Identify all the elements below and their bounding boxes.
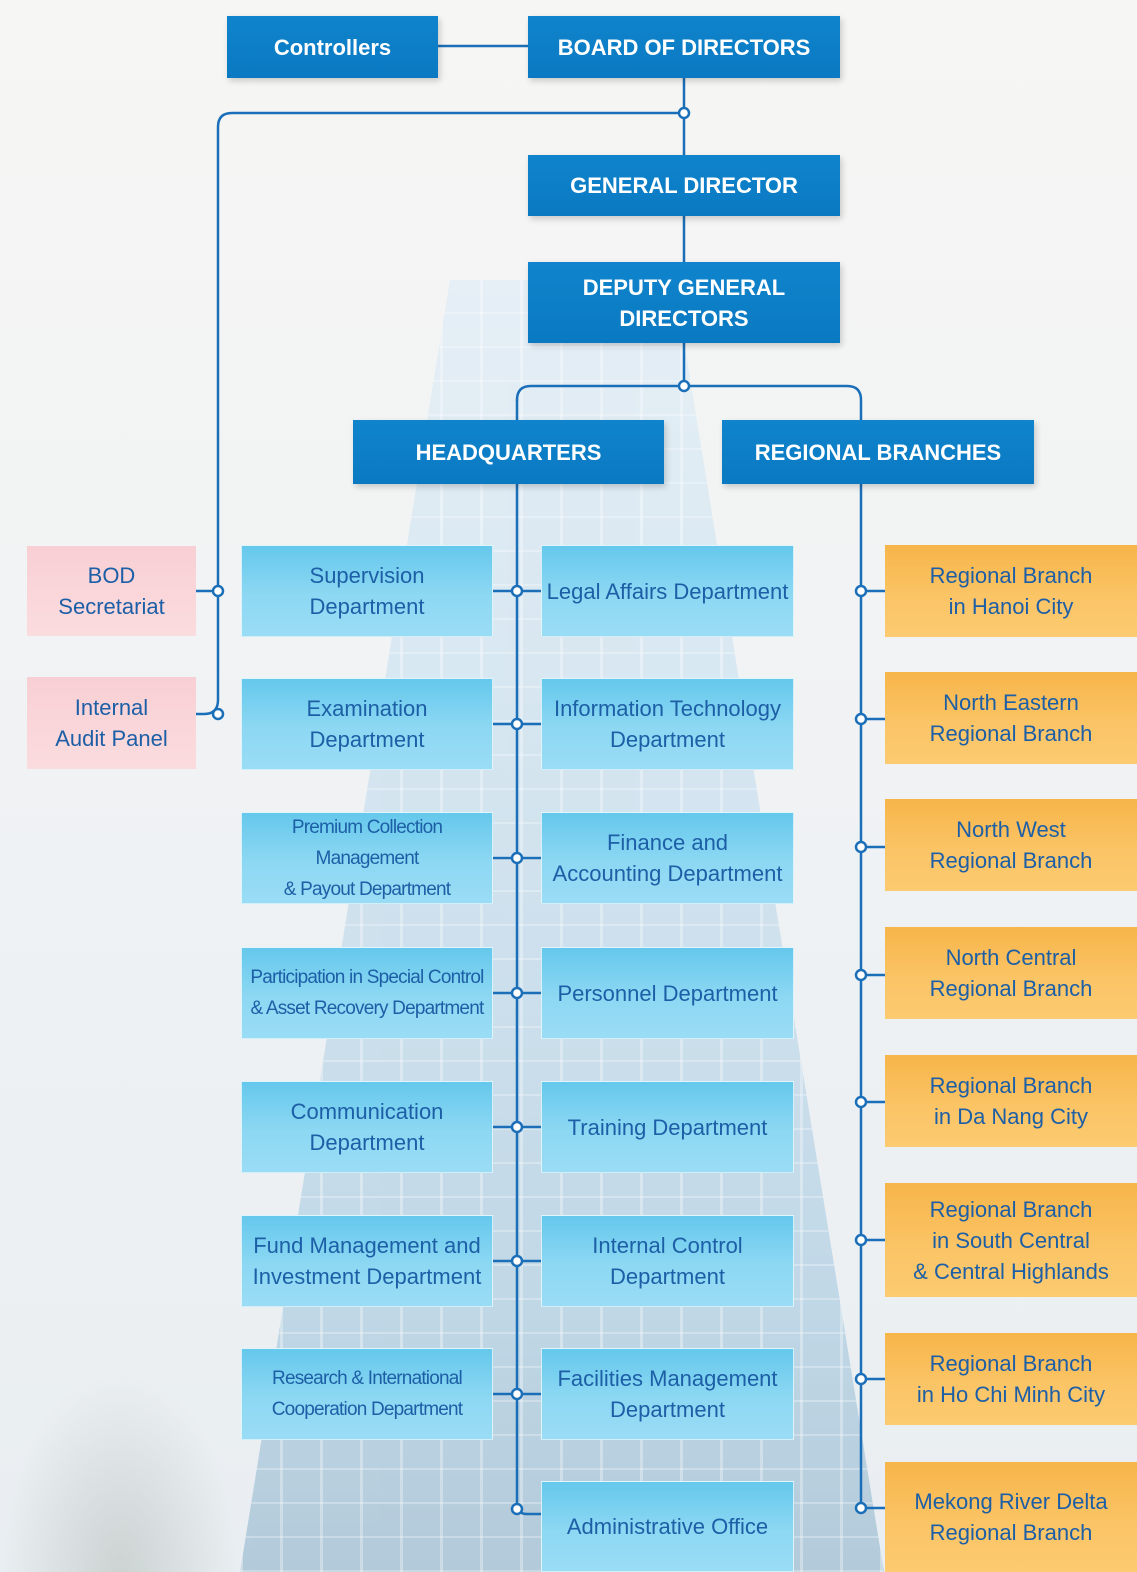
hq-right-box: Administrative Office (541, 1481, 794, 1572)
hq-left-box: Participation in Special Control & Asset… (241, 947, 493, 1039)
bod-secretariat-box: BOD Secretariat (27, 546, 196, 636)
branch-box: Regional Branch in Hanoi City (885, 545, 1137, 637)
headquarters-label: HEADQUARTERS (415, 439, 602, 465)
branch-box: Regional Branch in Da Nang City (885, 1055, 1137, 1147)
branch-box: North Eastern Regional Branch (885, 672, 1137, 764)
deputy-general-directors-box: DEPUTY GENERAL DIRECTORS (528, 262, 840, 343)
hq-right-box: Internal Control Department (541, 1215, 794, 1307)
hq-right-box: Facilities Management Department (541, 1348, 794, 1440)
hq-right-box: Personnel Department (541, 947, 794, 1039)
branch-box: Regional Branch in Ho Chi Minh City (885, 1333, 1137, 1425)
controllers-box: Controllers (227, 16, 438, 78)
connector-bod-units (194, 111, 686, 716)
hq-left-label: Communication Department (290, 1099, 444, 1155)
branch-box: North Central Regional Branch (885, 927, 1137, 1019)
hq-left-box: Premium Collection Management & Payout D… (241, 812, 493, 904)
branch-box: Regional Branch in South Central & Centr… (885, 1183, 1137, 1297)
hq-left-label: Fund Management and Investment Departmen… (252, 1233, 482, 1289)
hq-left-box: Communication Department (241, 1081, 493, 1173)
hq-right-label: Internal Control Department (592, 1233, 743, 1289)
hq-right-box: Training Department (541, 1081, 794, 1173)
hq-right-box: Legal Affairs Department (541, 545, 794, 637)
hq-right-label: Finance and Accounting Department (552, 830, 783, 886)
hq-right-label: Administrative Office (566, 1514, 769, 1539)
regional-branches-label: REGIONAL BRANCHES (754, 439, 1002, 465)
branch-box: North West Regional Branch (885, 799, 1137, 891)
general-director-box: GENERAL DIRECTOR (528, 155, 840, 216)
branch-label: North Central Regional Branch (929, 945, 1093, 1001)
board-of-directors-box: BOARD OF DIRECTORS (528, 16, 840, 78)
general-director-label: GENERAL DIRECTOR (570, 173, 798, 198)
hq-right-label: Legal Affairs Department (546, 578, 789, 604)
branch-label: North West Regional Branch (929, 817, 1093, 873)
deputy-general-directors-label: DEPUTY GENERAL DIRECTORS (582, 274, 786, 331)
hq-left-label: Participation in Special Control & Asset… (250, 967, 484, 1019)
hq-left-label: Examination Department (306, 696, 428, 752)
controllers-label: Controllers (273, 34, 392, 60)
regional-branches-box: REGIONAL BRANCHES (722, 420, 1034, 484)
hq-left-label: Research & International Cooperation Dep… (271, 1368, 463, 1420)
branch-label: Regional Branch in Ho Chi Minh City (916, 1351, 1106, 1407)
connector-split (515, 384, 863, 422)
hq-right-label: Information Technology Department (553, 696, 782, 752)
connector-nodes (211, 106, 868, 1516)
board-of-directors-label: BOARD OF DIRECTORS (557, 34, 811, 60)
hq-left-label: Supervision Department (309, 563, 425, 619)
hq-left-box: Fund Management and Investment Departmen… (241, 1215, 493, 1307)
hq-right-box: Finance and Accounting Department (541, 812, 794, 904)
headquarters-box: HEADQUARTERS (353, 420, 664, 484)
hq-left-box: Research & International Cooperation Dep… (241, 1348, 493, 1440)
branch-label: North Eastern Regional Branch (929, 690, 1093, 746)
internal-audit-panel-box: Internal Audit Panel (27, 677, 196, 769)
hq-left-label: Premium Collection Management & Payout D… (283, 816, 451, 900)
hq-right-label: Training Department (567, 1114, 768, 1140)
hq-left-box: Supervision Department (241, 545, 493, 637)
hq-right-label: Personnel Department (557, 980, 778, 1006)
branch-label: Regional Branch in South Central & Centr… (913, 1196, 1109, 1284)
bod-secretariat-label: BOD Secretariat (58, 563, 165, 619)
branch-label: Mekong River Delta Regional Branch (914, 1489, 1108, 1545)
branch-label: Regional Branch in Hanoi City (929, 563, 1093, 619)
branch-label: Regional Branch in Da Nang City (929, 1073, 1093, 1129)
connector-hq-spine (515, 482, 543, 1516)
hq-right-label: Facilities Management Department (557, 1366, 778, 1422)
internal-audit-panel-label: Internal Audit Panel (55, 695, 168, 751)
branch-box: Mekong River Delta Regional Branch (885, 1462, 1137, 1572)
background-palm (0, 1372, 240, 1572)
hq-right-box: Information Technology Department (541, 678, 794, 770)
hq-left-box: Examination Department (241, 678, 493, 770)
